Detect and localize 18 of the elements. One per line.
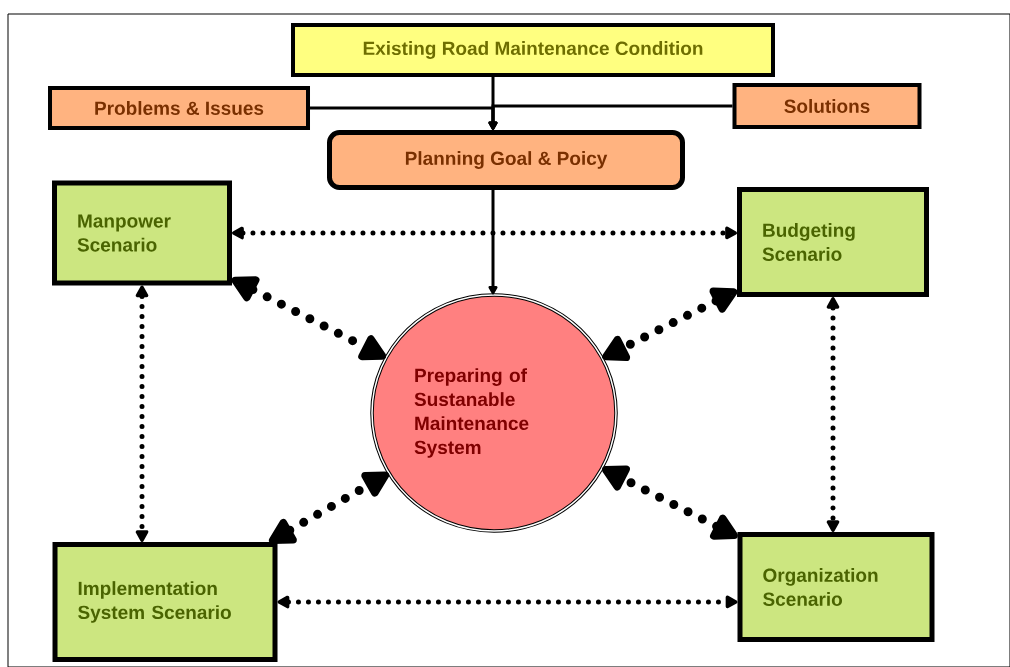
arrow	[231, 276, 387, 361]
arrow	[602, 287, 738, 361]
scenario-box: Manpower Scenario	[52, 180, 232, 286]
goal-box: Planning Goal & Poicy	[327, 130, 685, 190]
process-box: Solutions	[732, 83, 922, 129]
arrow	[135, 285, 149, 542]
arrow	[602, 465, 738, 540]
scenario-box: Organization Scenario	[737, 532, 935, 642]
process-box: Existing Road Maintenance Condition	[291, 23, 775, 77]
arrow	[268, 471, 390, 544]
arrow	[488, 104, 733, 130]
arrow	[232, 226, 737, 240]
arrow	[826, 297, 840, 532]
process-box: Problems & Issues	[48, 86, 310, 130]
scenario-box: Budgeting Scenario	[737, 187, 929, 297]
arrow	[488, 190, 498, 295]
scenario-box: Implementation System Scenario	[52, 542, 278, 662]
arrow	[277, 595, 738, 609]
